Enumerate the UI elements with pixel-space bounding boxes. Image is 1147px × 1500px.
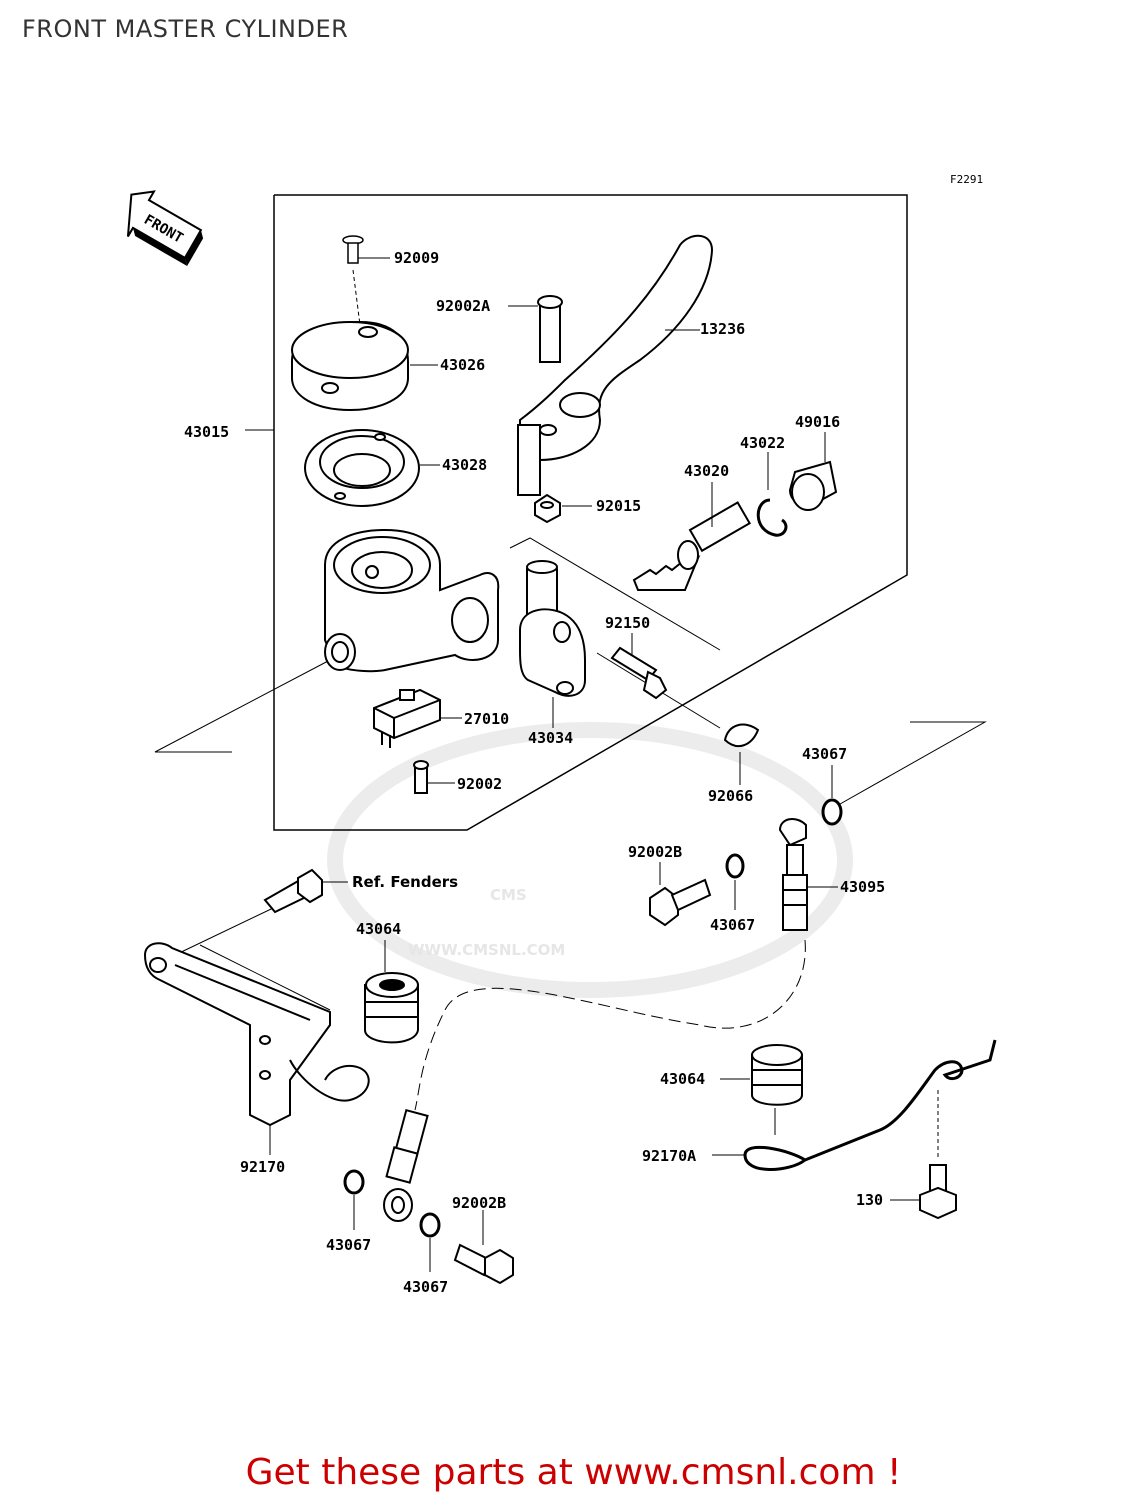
washer-icon bbox=[343, 1169, 365, 1195]
part-label-49016[interactable]: 49016 bbox=[795, 413, 840, 431]
footer-link[interactable]: Get these parts at www.cmsnl.com ! bbox=[245, 1452, 902, 1493]
pivot-bolt-icon bbox=[537, 295, 563, 363]
cap-icon bbox=[723, 723, 760, 748]
fender-bolt-icon bbox=[263, 868, 323, 914]
part-label-92002a[interactable]: 92002A bbox=[436, 297, 490, 315]
part-label-43034[interactable]: 43034 bbox=[528, 729, 573, 747]
ref-fenders-label[interactable]: Ref. Fenders bbox=[352, 873, 458, 891]
part-label-43067-top[interactable]: 43067 bbox=[802, 745, 847, 763]
brake-lever-icon bbox=[517, 234, 714, 496]
washer-icon bbox=[419, 1212, 441, 1238]
washer-icon bbox=[725, 853, 745, 879]
figure-code: F2291 bbox=[950, 173, 983, 186]
clamp-bolt-icon bbox=[610, 646, 668, 700]
piston-icon bbox=[632, 501, 751, 591]
assembly-box bbox=[273, 194, 908, 831]
grommet-icon bbox=[364, 972, 419, 1044]
part-label-43026[interactable]: 43026 bbox=[440, 356, 485, 374]
part-label-92170a[interactable]: 92170A bbox=[642, 1147, 696, 1165]
part-label-43064-upper[interactable]: 43064 bbox=[356, 920, 401, 938]
dust-boot-icon bbox=[788, 460, 838, 511]
hose-clip-icon bbox=[743, 1039, 997, 1171]
bracket-icon bbox=[143, 942, 370, 1127]
part-label-92009[interactable]: 92009 bbox=[394, 249, 439, 267]
hose-fitting-icon bbox=[778, 818, 808, 931]
diaphragm-icon bbox=[304, 429, 420, 507]
brake-switch-icon bbox=[373, 688, 441, 748]
front-arrow-icon: FRONT bbox=[126, 190, 204, 267]
switch-screw-icon bbox=[413, 760, 429, 794]
part-label-43020[interactable]: 43020 bbox=[684, 462, 729, 480]
part-label-92150[interactable]: 92150 bbox=[605, 614, 650, 632]
part-label-92170[interactable]: 92170 bbox=[240, 1158, 285, 1176]
banjo-bolt-icon bbox=[649, 878, 712, 927]
part-label-92002[interactable]: 92002 bbox=[457, 775, 502, 793]
brake-hose-line bbox=[414, 939, 806, 1111]
part-label-27010[interactable]: 27010 bbox=[464, 710, 509, 728]
part-label-13236[interactable]: 13236 bbox=[700, 320, 745, 338]
circlip-icon bbox=[756, 498, 788, 537]
part-label-43015[interactable]: 43015 bbox=[184, 423, 229, 441]
clamp-icon bbox=[519, 560, 586, 697]
grommet-icon bbox=[751, 1044, 803, 1106]
part-label-92002b-upper[interactable]: 92002B bbox=[628, 843, 682, 861]
watermark-brand: CMS bbox=[490, 886, 527, 904]
part-label-92066[interactable]: 92066 bbox=[708, 787, 753, 805]
part-label-43028[interactable]: 43028 bbox=[442, 456, 487, 474]
lower-hose-fitting-icon bbox=[383, 1108, 429, 1222]
part-label-43067-left[interactable]: 43067 bbox=[326, 1236, 371, 1254]
part-label-43022[interactable]: 43022 bbox=[740, 434, 785, 452]
part-label-92015[interactable]: 92015 bbox=[596, 497, 641, 515]
screw-icon bbox=[342, 235, 364, 264]
banjo-bolt-icon bbox=[453, 1243, 514, 1285]
watermark-url: WWW.CMSNL.COM bbox=[408, 941, 565, 959]
part-label-92002b-lower[interactable]: 92002B bbox=[452, 1194, 506, 1212]
bolt-icon bbox=[919, 1164, 957, 1220]
part-label-43067-bottom[interactable]: 43067 bbox=[403, 1278, 448, 1296]
guide-lines bbox=[154, 537, 987, 1011]
part-label-43095[interactable]: 43095 bbox=[840, 878, 885, 896]
reservoir-cap-icon bbox=[291, 320, 409, 412]
nut-icon bbox=[534, 493, 561, 524]
washer-icon bbox=[821, 798, 843, 826]
cms-watermark: CMS WWW.CMSNL.COM bbox=[327, 722, 853, 998]
part-label-130[interactable]: 130 bbox=[856, 1191, 883, 1209]
part-label-43064-lower[interactable]: 43064 bbox=[660, 1070, 705, 1088]
part-label-43067-mid[interactable]: 43067 bbox=[710, 916, 755, 934]
page-title: FRONT MASTER CYLINDER bbox=[22, 15, 349, 43]
master-cylinder-body-icon bbox=[324, 528, 500, 673]
